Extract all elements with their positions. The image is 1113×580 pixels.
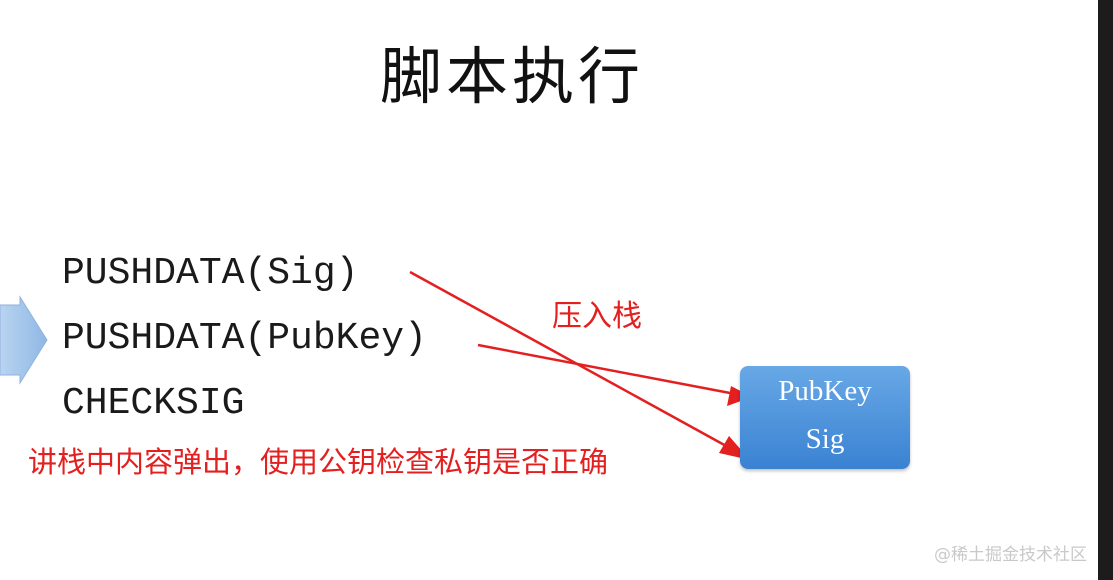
stack-item-pubkey: PubKey (778, 375, 872, 407)
command-checksig: CHECKSIG (62, 382, 245, 425)
current-line-pointer-icon (0, 295, 48, 385)
command-push-sig: PUSHDATA(Sig) (62, 252, 359, 295)
slide-title: 脚本执行 (380, 40, 645, 113)
window-edge (1098, 0, 1113, 580)
watermark: @稀土掘金技术社区 (934, 545, 1087, 565)
arrow-sig-to-stack (409, 270, 729, 449)
annotation-push-to-stack: 压入栈 (552, 299, 642, 334)
stack-item-sig: Sig (805, 423, 845, 455)
arrow-pubkey-head-icon (727, 386, 752, 406)
annotation-explanation: 讲栈中内容弹出，使用公钥检查私钥是否正确 (28, 445, 609, 479)
command-push-pubkey: PUSHDATA(PubKey) (62, 317, 427, 360)
stack-box: PubKey Sig (740, 366, 910, 469)
arrow-pubkey-to-stack (477, 343, 731, 395)
